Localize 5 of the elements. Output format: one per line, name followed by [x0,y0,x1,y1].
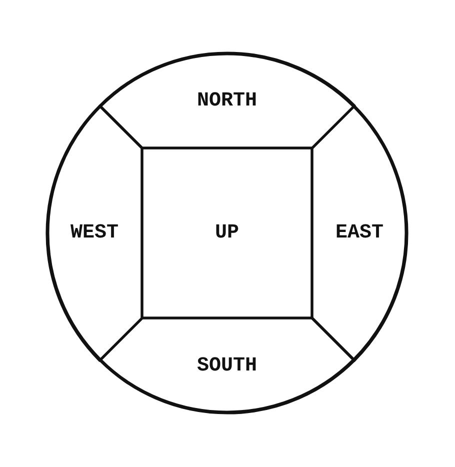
region-label: EAST [336,221,384,244]
region-label: NORTH [196,89,257,112]
region-label: WEST [70,221,118,244]
region-label: SOUTH [196,354,257,377]
region-label: UP [215,222,239,244]
